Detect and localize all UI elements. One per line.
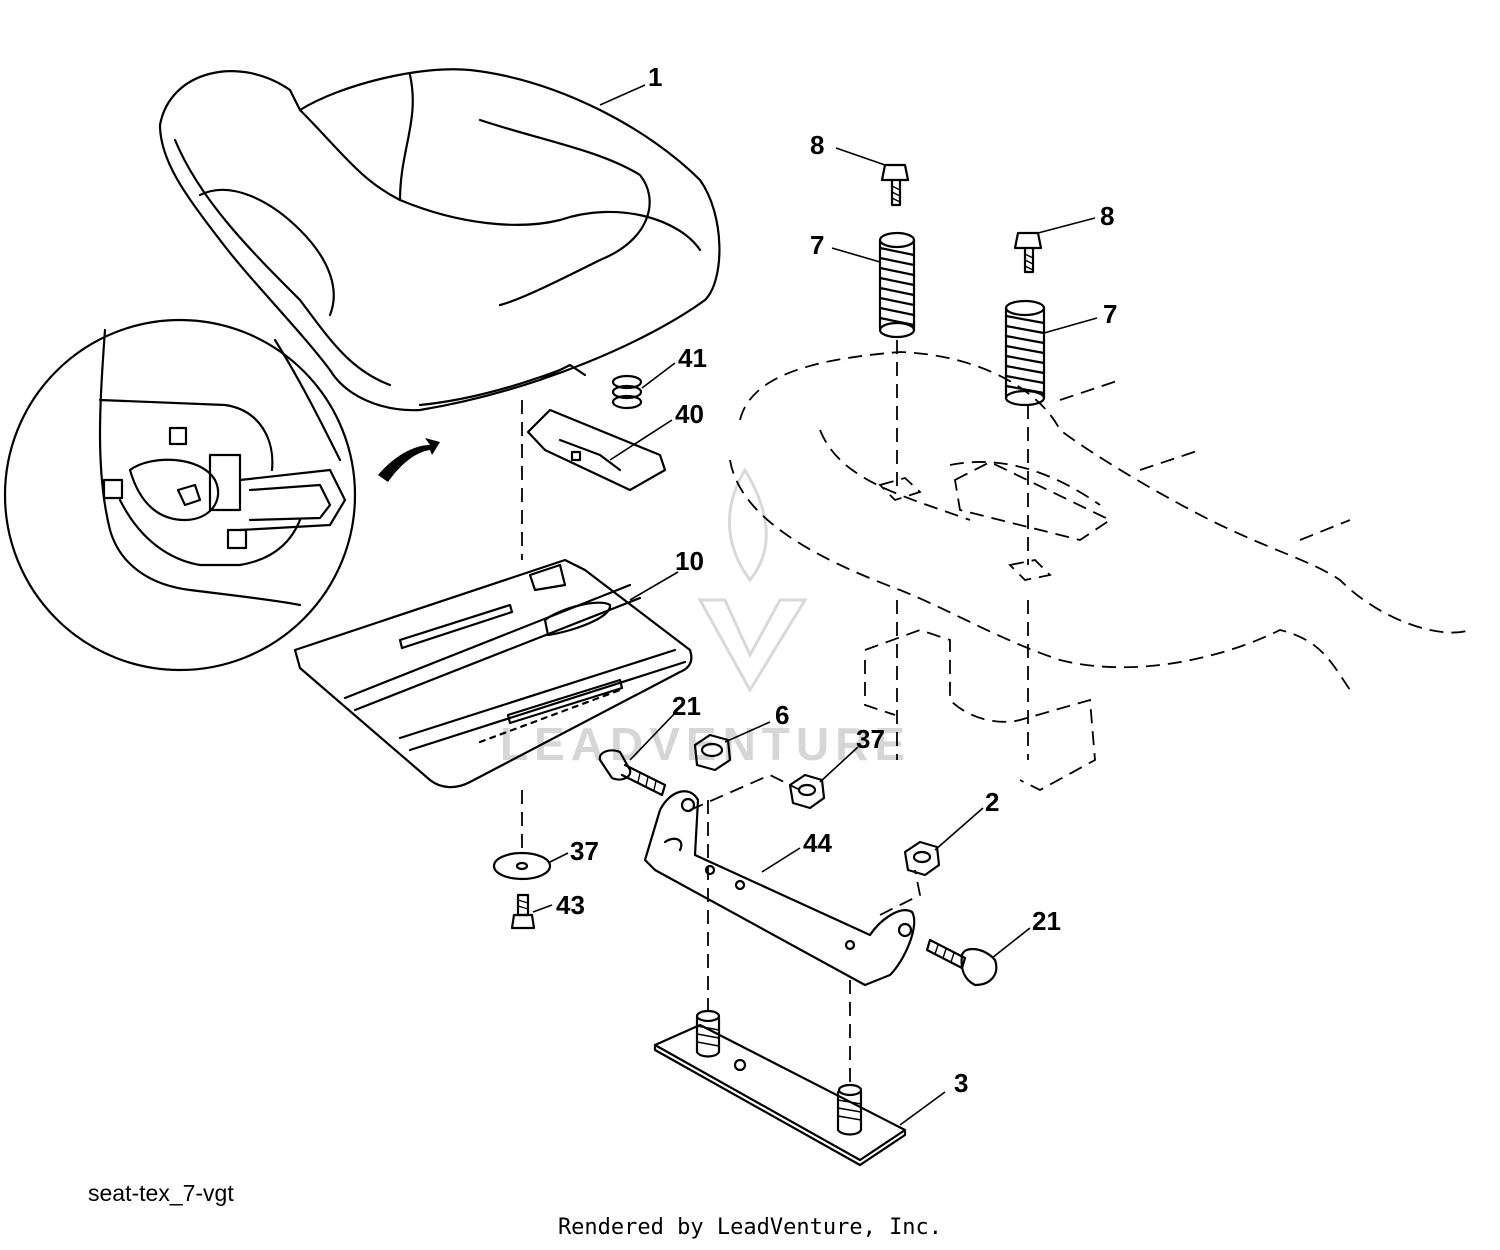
callout-37-upper: 37 — [856, 724, 885, 754]
render-credit: Rendered by LeadVenture, Inc. — [557, 1215, 943, 1240]
callout-7-right: 7 — [1103, 299, 1117, 329]
detail-inset — [3, 318, 440, 672]
callout-44: 37 — [570, 836, 599, 866]
washer-44 — [492, 851, 552, 881]
small-spring-41 — [611, 374, 643, 410]
spring-7-right — [1004, 299, 1046, 407]
bolt-21-lower — [925, 938, 998, 987]
seat-part — [158, 68, 721, 412]
bolt-43 — [510, 893, 536, 930]
callout-43: 43 — [556, 890, 585, 920]
leader-lines — [532, 84, 1098, 1126]
callout-labels: 1 8 8 7 7 41 40 10 21 6 37 37 44 2 43 21… — [556, 62, 1117, 1098]
assembly-lines — [521, 340, 1029, 1090]
callout-41: 41 — [678, 343, 707, 373]
watermark-text: LEADVENTURE — [500, 718, 911, 770]
callout-40: 40 — [675, 399, 704, 429]
bracket-2 — [643, 790, 916, 987]
seat-pan-10 — [293, 558, 693, 789]
nut-6 — [693, 733, 732, 772]
spring-7-left — [878, 231, 916, 339]
callout-3: 3 — [954, 1068, 968, 1098]
plate-3 — [653, 1009, 907, 1167]
diagram-reference-code: seat-tex_7-vgt — [88, 1180, 234, 1206]
callout-6: 6 — [775, 700, 789, 730]
bolt-21-upper — [598, 749, 667, 797]
callout-37-lower: 2 — [985, 787, 999, 817]
callout-1: 1 — [648, 62, 662, 92]
callout-21-upper: 21 — [672, 691, 701, 721]
callout-10: 10 — [675, 546, 704, 576]
clip-40 — [526, 408, 667, 492]
callout-7-left: 7 — [810, 230, 824, 260]
nut-37-lower — [903, 840, 941, 877]
deck-frame — [729, 351, 1471, 792]
callout-21-lower: 21 — [1032, 906, 1061, 936]
callout-2: 44 — [803, 828, 832, 858]
callout-8-right: 8 — [1100, 201, 1114, 231]
watermark-logo: LEADVENTURE — [500, 467, 911, 770]
bolt-8-right — [1013, 231, 1043, 274]
nut-37-upper — [788, 773, 826, 810]
bolt-8-left — [880, 163, 910, 207]
callout-8-left: 8 — [810, 130, 824, 160]
